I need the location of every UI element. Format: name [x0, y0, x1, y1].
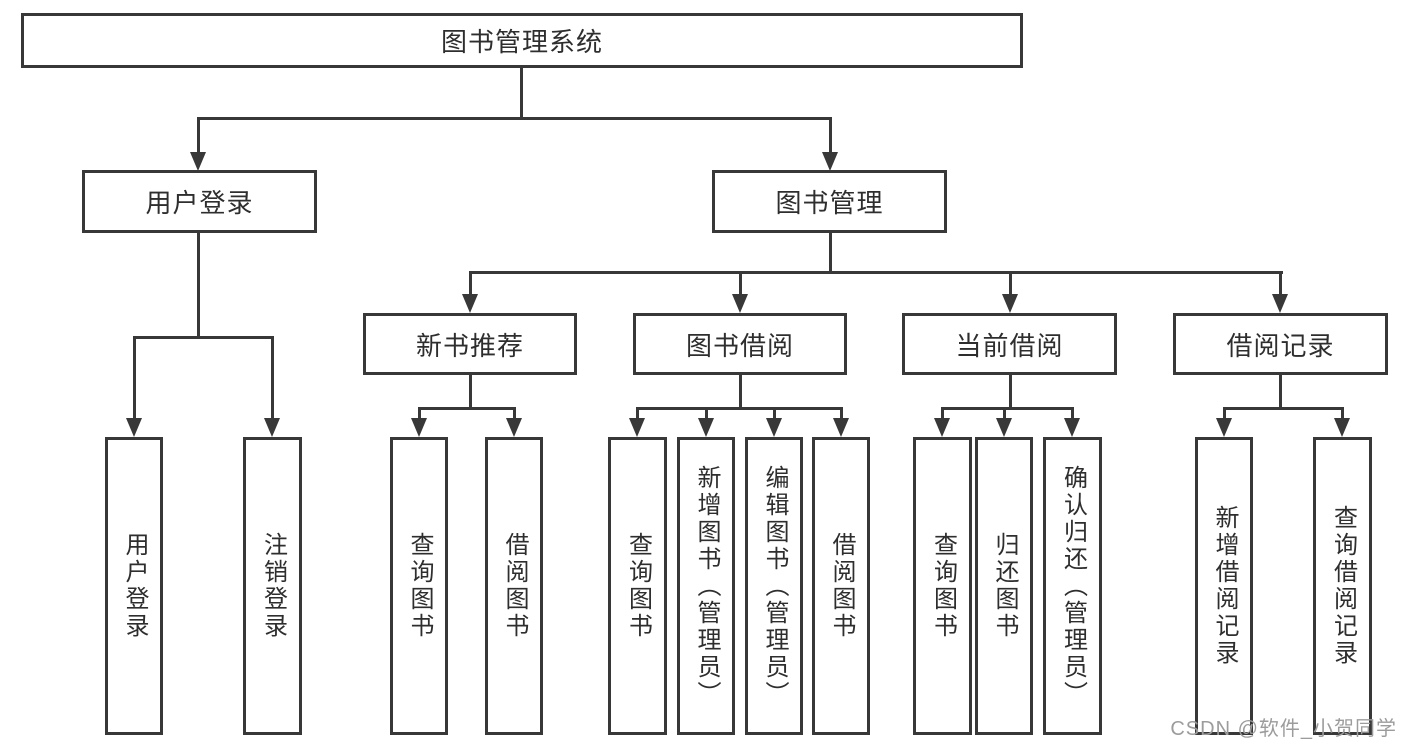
leaf-current-return: 归还图书 [975, 437, 1033, 735]
connector-line [773, 407, 776, 423]
leaf-label: 归还图书 [991, 532, 1018, 640]
node-new-books-label: 新书推荐 [415, 330, 524, 361]
leaf-label: 注销登录 [259, 532, 287, 640]
watermark: CSDN @软件_小贺同学 [1170, 718, 1397, 740]
connector-line [840, 407, 843, 423]
arrow-down-icon [126, 418, 142, 437]
arrow-down-icon [698, 418, 714, 437]
node-root: 图书管理系统 [21, 13, 1023, 68]
connector-line [469, 271, 472, 297]
arrow-down-icon [732, 294, 748, 313]
connector-line [418, 407, 421, 423]
leaf-newbooks-borrow: 借阅图书 [485, 437, 543, 735]
arrow-down-icon [996, 418, 1012, 437]
arrow-down-icon [1002, 294, 1018, 313]
leaf-label: 编辑图书（管理员） [761, 464, 788, 708]
node-book-borrow-label: 图书借阅 [685, 330, 794, 361]
leaf-label: 查询图书 [929, 532, 957, 640]
leaf-newbooks-query: 查询图书 [390, 437, 448, 735]
leaf-current-confirm-admin: 确认归还（管理员） [1043, 437, 1102, 735]
connector-line [1341, 407, 1344, 423]
arrow-down-icon [629, 418, 645, 437]
leaf-borrow-query: 查询图书 [608, 437, 667, 735]
connector-line [941, 407, 1074, 410]
leaf-borrow-add-admin: 新增图书（管理员） [677, 437, 735, 735]
connector-line [1223, 407, 1226, 423]
arrow-down-icon [934, 418, 950, 437]
connector-line [418, 407, 516, 410]
connector-line [197, 117, 832, 120]
node-current-borrow: 当前借阅 [902, 313, 1117, 375]
leaf-label: 借阅图书 [828, 532, 855, 640]
leaf-user-login: 用户登录 [105, 437, 163, 735]
connector-line [739, 374, 742, 410]
connector-line [829, 117, 832, 159]
node-borrow-records: 借阅记录 [1173, 313, 1388, 375]
leaf-label: 新增图书（管理员） [693, 464, 720, 708]
connector-line [636, 407, 639, 423]
arrow-down-icon [190, 152, 206, 171]
arrow-down-icon [766, 418, 782, 437]
connector-line [1009, 374, 1012, 410]
arrow-down-icon [411, 418, 427, 437]
leaf-label: 查询借阅记录 [1329, 505, 1357, 667]
connector-line [469, 271, 1283, 274]
leaf-label: 新增借阅记录 [1211, 505, 1238, 667]
connector-line [636, 407, 843, 410]
node-book-mgmt-label: 图书管理 [775, 188, 884, 218]
leaf-borrow-borrow: 借阅图书 [812, 437, 870, 735]
leaf-label: 用户登录 [121, 532, 148, 640]
connector-line [705, 407, 708, 423]
node-borrow-records-label: 借阅记录 [1226, 330, 1335, 361]
connector-line [1223, 407, 1344, 410]
leaf-logout: 注销登录 [243, 437, 302, 735]
node-user-login-label: 用户登录 [145, 188, 254, 218]
connector-line [133, 336, 274, 339]
arrow-down-icon [822, 152, 838, 171]
connector-line [520, 66, 523, 120]
connector-line [197, 117, 200, 159]
connector-line [1009, 271, 1012, 297]
arrow-down-icon [1272, 294, 1288, 313]
node-book-mgmt: 图书管理 [712, 170, 947, 233]
connector-line [513, 407, 516, 423]
leaf-label: 确认归还（管理员） [1059, 464, 1087, 708]
node-user-login: 用户登录 [82, 170, 317, 233]
arrow-down-icon [506, 418, 522, 437]
connector-line [941, 407, 944, 423]
leaf-label: 查询图书 [406, 532, 433, 640]
arrow-down-icon [1216, 418, 1232, 437]
leaf-borrow-edit-admin: 编辑图书（管理员） [745, 437, 803, 735]
arrow-down-icon [1334, 418, 1350, 437]
connector-line [1279, 374, 1282, 410]
connector-line [133, 336, 136, 422]
arrow-down-icon [833, 418, 849, 437]
node-root-label: 图书管理系统 [440, 27, 603, 57]
connector-line [469, 374, 472, 410]
arrow-down-icon [462, 294, 478, 313]
leaf-records-query: 查询借阅记录 [1313, 437, 1372, 735]
arrow-down-icon [264, 418, 280, 437]
connector-line [739, 271, 742, 297]
node-new-books: 新书推荐 [363, 313, 577, 375]
leaf-label: 查询图书 [624, 532, 652, 640]
leaf-records-add: 新增借阅记录 [1195, 437, 1253, 735]
node-current-borrow-label: 当前借阅 [955, 330, 1064, 361]
arrow-down-icon [1064, 418, 1080, 437]
connector-line [1003, 407, 1006, 423]
connector-line [271, 336, 274, 422]
connector-line [197, 231, 200, 339]
node-book-borrow: 图书借阅 [633, 313, 847, 375]
connector-line [1279, 271, 1282, 297]
connector-line [829, 231, 832, 274]
leaf-label: 借阅图书 [501, 532, 528, 640]
connector-line [1071, 407, 1074, 423]
leaf-current-query: 查询图书 [913, 437, 972, 735]
